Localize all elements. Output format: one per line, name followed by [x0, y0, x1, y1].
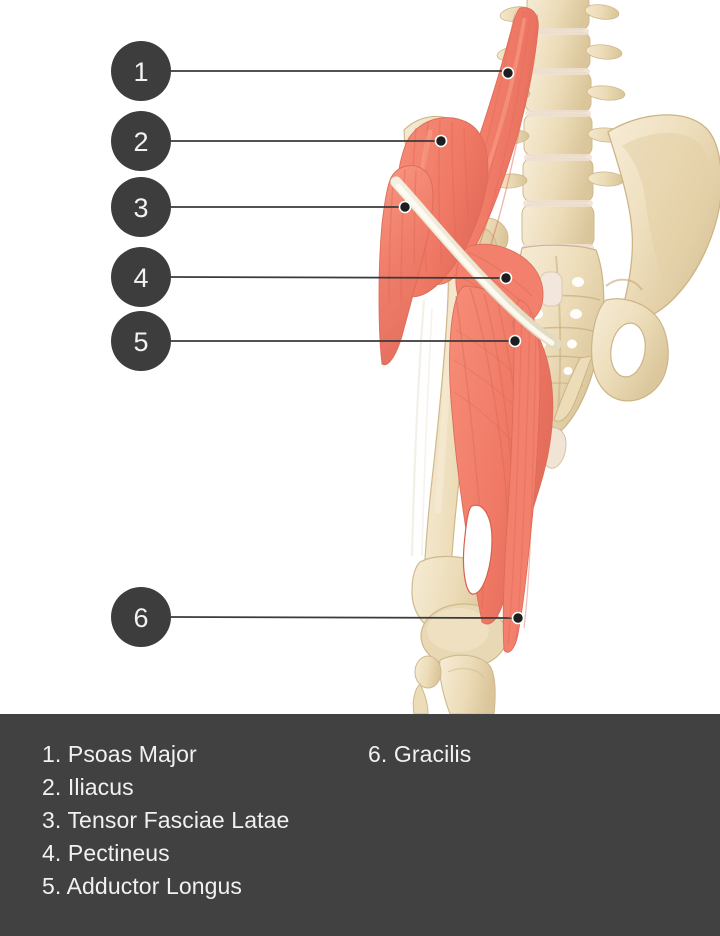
leader-endpoint-1: [501, 66, 515, 80]
legend-column-left: 1. Psoas Major 2. Iliacus 3. Tensor Fasc…: [0, 738, 362, 903]
marker-circle-2[interactable]: [111, 111, 171, 171]
adductor-hiatus-gap: [462, 504, 493, 595]
marker-circle-6[interactable]: [111, 587, 171, 647]
anatomy-figure: [378, 0, 720, 714]
leader-endpoint-5: [508, 334, 522, 348]
marker-label-4: 4: [133, 263, 148, 293]
marker-circle-1[interactable]: [111, 41, 171, 101]
callout-4[interactable]: 4: [111, 247, 513, 307]
fascia-strands: [410, 299, 433, 557]
marker-label-2: 2: [133, 127, 148, 157]
legend-item-2: 2. Iliacus: [42, 774, 134, 800]
muscle-group: [378, 7, 562, 653]
marker-label-6: 6: [133, 603, 148, 633]
legend-panel: 1. Psoas Major 2. Iliacus 3. Tensor Fasc…: [0, 714, 720, 936]
callout-markers-layer: 1 2 3 4 5 6: [111, 41, 525, 647]
callout-5[interactable]: 5: [111, 311, 522, 371]
marker-circle-4[interactable]: [111, 247, 171, 307]
callout-1[interactable]: 1: [111, 41, 515, 101]
sartorius-band: [390, 176, 562, 350]
callout-6[interactable]: 6: [111, 587, 525, 647]
marker-circle-3[interactable]: [111, 177, 171, 237]
legend-item-4: 4. Pectineus: [42, 840, 170, 866]
legend-column-right: 6. Gracilis: [362, 738, 471, 771]
marker-label-3: 3: [133, 193, 148, 223]
marker-circle-5[interactable]: [111, 311, 171, 371]
fibula: [412, 655, 442, 714]
callout-2[interactable]: 2: [111, 111, 448, 171]
anatomy-illustration: 1 2 3 4 5 6: [111, 0, 720, 714]
leader-endpoint-2: [434, 134, 448, 148]
callout-3[interactable]: 3: [111, 177, 412, 237]
legend-columns: 1. Psoas Major 2. Iliacus 3. Tensor Fasc…: [0, 738, 720, 903]
legend-item-3: 3. Tensor Fasciae Latae: [42, 807, 290, 833]
leader-endpoint-3: [398, 200, 412, 214]
marker-label-1: 1: [133, 57, 148, 87]
legend-item-5: 5. Adductor Longus: [42, 873, 243, 899]
legend-item-1: 1. Psoas Major: [42, 741, 197, 767]
tibia: [439, 654, 496, 714]
leader-line-6: [170, 616, 517, 619]
marker-label-5: 5: [133, 327, 148, 357]
right-ilium: [553, 114, 720, 422]
leader-line-4: [170, 276, 505, 279]
leader-endpoint-6: [511, 611, 525, 625]
legend-item-6: 6. Gracilis: [368, 741, 472, 767]
leader-endpoint-4: [499, 271, 513, 285]
